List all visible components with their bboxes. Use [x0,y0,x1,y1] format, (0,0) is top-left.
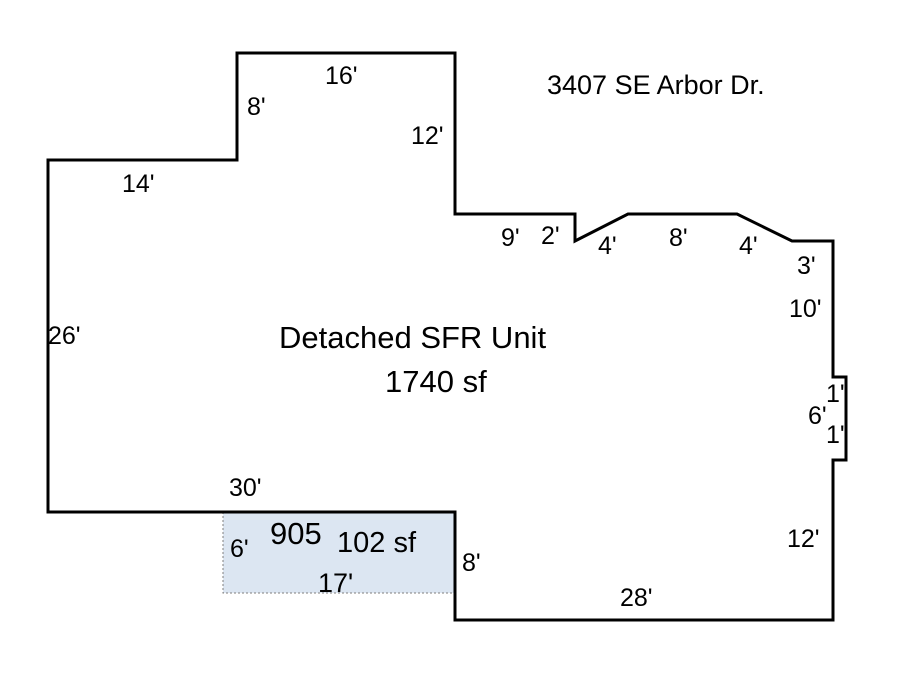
dim-label: 4' [739,232,758,260]
address-label: 3407 SE Arbor Dr. [547,70,765,100]
sub-area-size: 102 sf [337,527,416,559]
main-area-name: Detached SFR Unit [279,320,547,355]
dim-label: 8' [669,224,688,252]
dim-label: 4' [598,232,617,260]
dim-label: 10' [789,295,822,323]
dim-label: 3' [797,252,816,280]
sub-area-905 [222,511,456,594]
dim-label: 12' [787,525,820,553]
sub-area-code: 905 [270,516,322,551]
dim-label: 12' [411,122,444,150]
sub-area-depth: 6' [230,535,249,563]
dim-label: 30' [229,474,262,502]
dim-label: 28' [620,584,653,612]
dim-label: 8' [462,549,481,577]
main-outline [46,51,848,622]
main-area-size: 1740 sf [385,364,487,399]
dim-label: 1' [826,421,845,449]
dim-label: 14' [122,170,155,198]
dim-label: 8' [247,93,266,121]
dim-label: 2' [541,222,560,250]
dim-label: 9' [501,224,520,252]
dim-label: 6' [808,402,827,430]
sub-area-width: 17' [318,568,354,598]
dim-label: 1' [826,380,845,408]
dim-label: 26' [48,322,81,350]
dim-label: 16' [325,62,358,90]
